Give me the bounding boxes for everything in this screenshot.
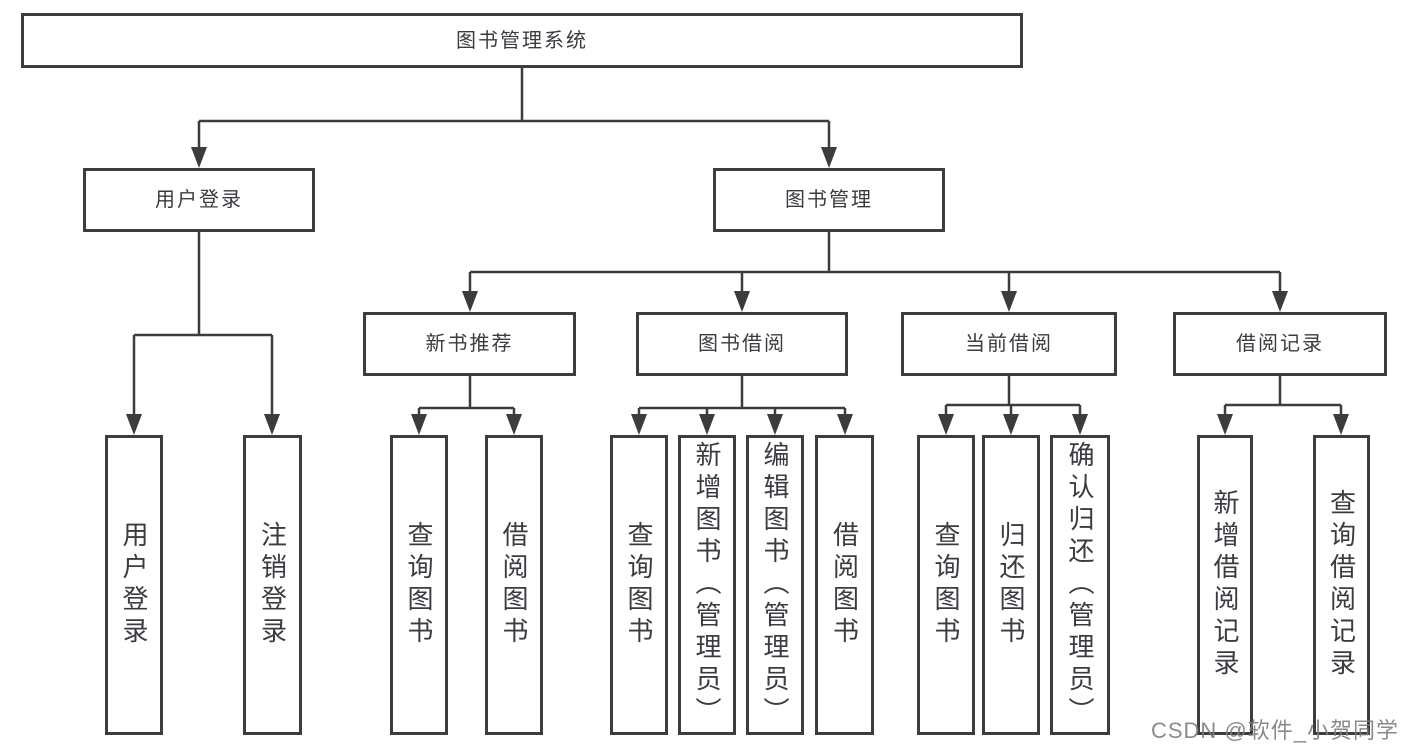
leaf-borrow-books-recommend: 借阅图书 — [485, 435, 543, 735]
node-current-borrowing: 当前借阅 — [901, 312, 1117, 376]
node-borrowing-records: 借阅记录 — [1173, 312, 1387, 376]
node-library-management-system: 图书管理系统 — [21, 13, 1023, 68]
leaf-add-books-admin: 新增图书（管理员） — [678, 435, 736, 735]
node-book-borrowing: 图书借阅 — [636, 312, 848, 376]
leaf-edit-books-admin: 编辑图书（管理员） — [746, 435, 804, 735]
node-new-book-recommendation: 新书推荐 — [363, 312, 576, 376]
leaf-user-login: 用户登录 — [105, 435, 163, 735]
csdn-watermark: CSDN @软件_小贺同学 — [1150, 718, 1399, 743]
leaf-logout: 注销登录 — [243, 435, 302, 735]
leaf-confirm-return-admin: 确认归还（管理员） — [1050, 435, 1110, 735]
leaf-add-borrow-record: 新增借阅记录 — [1197, 435, 1253, 735]
leaf-borrow-books-borrowing: 借阅图书 — [815, 435, 874, 735]
leaf-return-books: 归还图书 — [982, 435, 1040, 735]
node-book-management: 图书管理 — [713, 168, 945, 232]
leaf-query-borrow-record: 查询借阅记录 — [1313, 435, 1370, 735]
leaf-query-books-current: 查询图书 — [917, 435, 975, 735]
leaf-query-books-borrowing: 查询图书 — [610, 435, 668, 735]
leaf-query-books-recommend: 查询图书 — [390, 435, 448, 735]
node-user-login: 用户登录 — [83, 168, 315, 232]
